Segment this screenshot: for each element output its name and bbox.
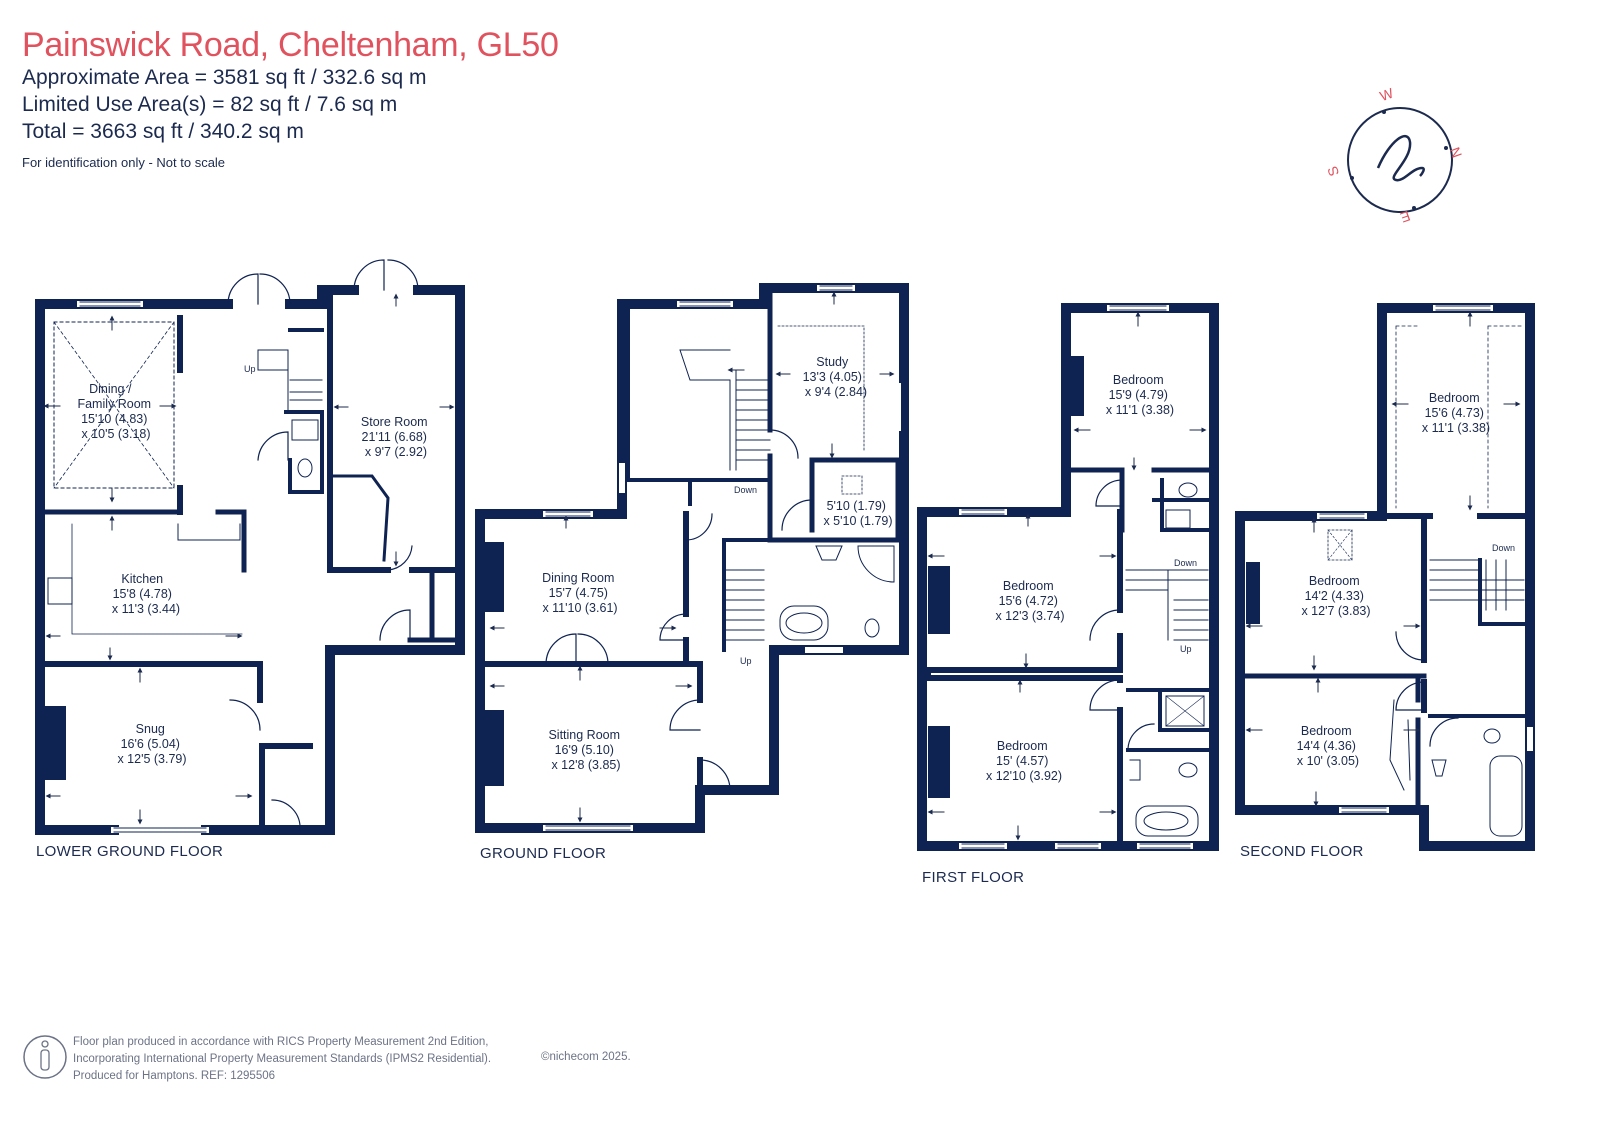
approximate-area: Approximate Area = 3581 sq ft / 332.6 sq… (22, 66, 427, 89)
floor-label-lower-ground: LOWER GROUND FLOOR (36, 843, 223, 860)
floor-label-second: SECOND FLOOR (1240, 843, 1364, 860)
compass-south: S (1324, 164, 1342, 178)
stair-up-label-gf: Up (740, 656, 752, 666)
room-label-ff-bedroom-1: Bedroom 15'9 (4.79) x 11'1 (3.38) (1106, 373, 1174, 417)
stair-up-label-ff: Up (1180, 644, 1192, 654)
second-floor-plan (1235, 303, 1535, 851)
room-label-gf-cupboard: 5'10 (1.79) x 5'10 (1.79) (823, 499, 892, 528)
room-label-ff-bedroom-2: Bedroom 15'6 (4.72) x 12'3 (3.74) (995, 579, 1064, 623)
footer-disclaimer: Floor plan produced in accordance with R… (73, 1034, 491, 1085)
page-title: Painswick Road, Cheltenham, GL50 (22, 26, 559, 64)
first-floor-plan (917, 303, 1219, 851)
floor-label-first: FIRST FLOOR (922, 869, 1024, 886)
room-label-kitchen: Kitchen 15'8 (4.78) x 11'3 (3.44) (112, 572, 180, 616)
stair-down-label-gf: Down (734, 485, 757, 495)
footer-line-1: Floor plan produced in accordance with R… (73, 1036, 489, 1048)
total-area: Total = 3663 sq ft / 340.2 sq m (22, 120, 304, 143)
stair-up-label-lgf: Up (244, 364, 256, 374)
footer-line-3: Produced for Hamptons. REF: 1295506 (73, 1070, 276, 1082)
room-label-store-room: Store Room 21'11 (6.68) x 9'7 (2.92) (361, 415, 431, 459)
room-label-sf-bedroom-3: Bedroom 14'4 (4.36) x 10' (3.05) (1297, 724, 1360, 768)
footer-line-2: Incorporating International Property Mea… (73, 1053, 492, 1065)
ground-floor-plan (475, 283, 909, 833)
compass-west: W (1378, 84, 1397, 104)
room-label-dining-room: Dining Room 15'7 (4.75) x 11'10 (3.61) (542, 571, 618, 615)
stair-down-label-sf: Down (1492, 543, 1515, 553)
compass-icon: W N S E (1324, 84, 1465, 226)
room-label-dining-family: Dining / Family Room 15'10 (4.83) x 10'5… (77, 382, 154, 441)
room-label-sitting-room: Sitting Room 16'9 (5.10) x 12'8 (3.85) (548, 728, 623, 772)
footer-copyright: ©nichecom 2025. (541, 1051, 631, 1063)
stair-down-label-ff: Down (1174, 558, 1197, 568)
room-label-sf-bedroom-1: Bedroom 15'6 (4.73) x 11'1 (3.38) (1422, 391, 1490, 435)
person-info-icon (23, 1035, 67, 1079)
disclaimer-note: For identification only - Not to scale (22, 155, 226, 170)
floor-label-ground: GROUND FLOOR (480, 845, 606, 862)
room-label-snug: Snug 16'6 (5.04) x 12'5 (3.79) (117, 722, 186, 766)
room-label-sf-bedroom-2: Bedroom 14'2 (4.33) x 12'7 (3.83) (1301, 574, 1370, 618)
limited-use-area: Limited Use Area(s) = 82 sq ft / 7.6 sq … (22, 93, 398, 116)
room-label-ff-bedroom-3: Bedroom 15' (4.57) x 12'10 (3.92) (986, 739, 1062, 783)
lower-ground-floor-plan (35, 259, 465, 835)
room-label-study: Study 13'3 (4.05) x 9'4 (2.84) (803, 355, 868, 399)
